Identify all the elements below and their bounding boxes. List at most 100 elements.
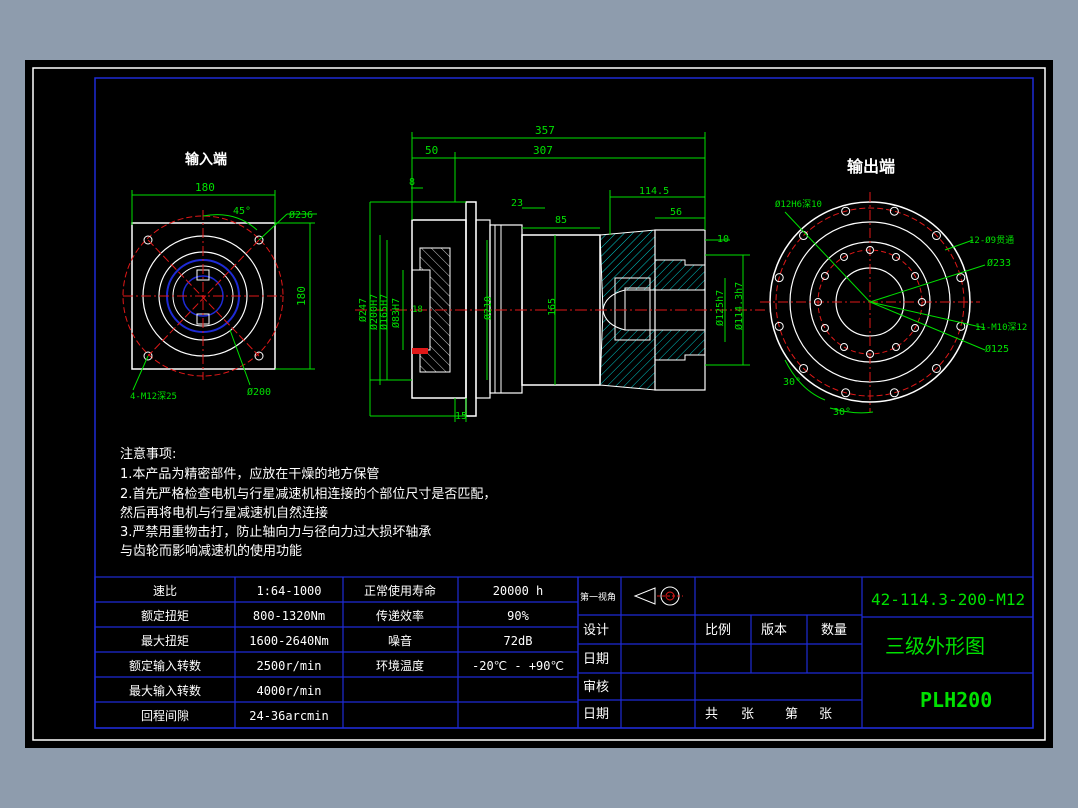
output-outer-hole	[799, 231, 809, 241]
input-bolt-hole	[143, 235, 153, 245]
output-inner-hole	[892, 252, 900, 261]
spec-value: -20℃ - +90℃	[472, 659, 564, 673]
d114-dim: 114.5	[639, 186, 669, 197]
drawing-sheet: 输入端 180 180 45° Ø236	[25, 60, 1053, 748]
spec-value: 24-36arcmin	[249, 709, 328, 723]
d18-dim: 18	[412, 305, 423, 315]
spec-label: 传递效率	[376, 608, 424, 623]
input-bolt-hole	[143, 351, 153, 361]
d114h7-dim: Ø114.3h7	[733, 282, 745, 330]
spec-label: 噪音	[388, 633, 412, 648]
design-label: 设计	[583, 623, 609, 638]
spec-table	[94, 576, 579, 729]
d247-dim: Ø247	[357, 298, 369, 322]
output-pin-dim: Ø12H6深10	[775, 199, 822, 210]
qty-label: 数量	[821, 623, 847, 638]
review-label: 审核	[583, 680, 609, 695]
input-holes-dim: 4-M12深25	[130, 391, 177, 402]
spec-value: 1600-2640Nm	[249, 634, 328, 648]
total-sheets-label: 共	[705, 707, 718, 722]
note-line: 2.首先严格检查电机与行星减速机相连接的个部位尺寸是否匹配，	[120, 486, 496, 502]
spec-value: 90%	[507, 609, 529, 623]
spec-label: 回程间隙	[141, 708, 189, 723]
output-outer-hole	[774, 273, 784, 283]
output-outer-holes	[774, 206, 966, 398]
output-inner-hole	[911, 324, 920, 332]
output-inner-hole	[840, 343, 848, 352]
output-outer-hole	[841, 206, 851, 216]
output-outer-hole	[889, 388, 899, 398]
output-inner-hole	[918, 298, 926, 306]
spec-label: 最大扭矩	[141, 634, 189, 648]
spec-label: 额定输入转数	[129, 658, 201, 673]
date1-label: 日期	[583, 652, 609, 667]
output-flange-section	[599, 229, 706, 311]
note-line: 与齿轮而影响减速机的使用功能	[120, 543, 302, 559]
cad-drawing: 输入端 180 180 45° Ø236	[32, 67, 1046, 741]
outer-frame	[32, 67, 1046, 741]
input-height-dim: 180	[295, 286, 308, 306]
note-line: 3.严禁用重物击打，防止轴向力与径向力过大损坏轴承	[120, 524, 431, 540]
title-block	[577, 576, 1034, 729]
spec-value: 2500r/min	[256, 659, 321, 673]
d200h7-dim: Ø200H7	[368, 294, 380, 330]
output-angle-b: 30°	[833, 407, 851, 418]
d165-dim: 165	[547, 298, 558, 316]
title-block-text: 第一视角 设计 日期 审核 日期 比例 版本 数量 共 张 第 张 42-114…	[580, 586, 1025, 722]
spec-value: 20000 h	[493, 584, 544, 598]
output-outer-hole	[931, 231, 941, 241]
input-bolt-hole	[254, 351, 264, 361]
output-inner-hole	[866, 246, 874, 254]
side-view: 357 50 307 8 23 85 114.5 56 10 15 Ø247 Ø…	[355, 124, 765, 422]
sheet-unit-label: 张	[819, 707, 832, 722]
notes-title: 注意事项:	[120, 446, 176, 462]
output-outer-hole	[889, 206, 899, 216]
spec-value: 1:64-1000	[256, 584, 321, 598]
spec-label: 正常使用寿命	[364, 583, 436, 598]
d125h7-dim: Ø125h7	[714, 290, 726, 326]
input-end-view: 输入端 180 180 45° Ø236	[122, 151, 317, 402]
output-inner-hole	[892, 343, 900, 352]
d8-dim: 8	[409, 177, 415, 188]
flange-length-dim: 50	[425, 144, 438, 157]
output-end-view: 输出端 Ø12H6深10 12-Ø9贯通 Ø233 11-M10深12 Ø125…	[760, 157, 1027, 418]
sheet-no-label: 第	[785, 707, 798, 722]
projection-label: 第一视角	[580, 591, 616, 603]
d165h7-dim: Ø165H7	[378, 294, 390, 330]
model-name: PLH200	[920, 688, 992, 712]
note-line: 然后再将电机与行星减速机自然连接	[120, 505, 328, 521]
output-pcd233-dim: Ø233	[987, 257, 1011, 269]
spec-value: 72dB	[504, 634, 533, 648]
spec-label: 额定扭矩	[141, 608, 189, 623]
output-inner-hole	[820, 324, 829, 332]
d56-dim: 56	[670, 207, 682, 218]
body-length-dim: 307	[533, 144, 553, 157]
spec-value: 4000r/min	[256, 684, 321, 698]
sheet-unit-label: 张	[741, 707, 754, 722]
spec-label: 速比	[153, 584, 177, 598]
spec-label: 环境温度	[376, 658, 424, 673]
output-pcd125-dim: Ø125	[985, 343, 1009, 355]
spec-label: 最大输入转数	[129, 683, 201, 698]
output-inner-hole	[820, 272, 829, 280]
output-m10-dim: 11-M10深12	[975, 322, 1027, 333]
input-pcd-dim: Ø236	[289, 209, 313, 221]
overall-length-dim: 357	[535, 124, 555, 137]
input-width-dim: 180	[195, 181, 215, 194]
d23-dim: 23	[511, 198, 523, 209]
output-outer-hole	[931, 363, 941, 373]
scale-label: 比例	[705, 623, 731, 638]
output-outer-hole	[956, 273, 966, 283]
output-inner-hole	[814, 298, 822, 306]
d85-dim: 85	[555, 215, 567, 226]
drawing-name: 三级外形图	[885, 634, 985, 658]
output-outer-hole	[774, 321, 784, 331]
notes-block: 注意事项: 1.本产品为精密部件，应放在干燥的地方保管 2.首先严格检查电机与行…	[120, 446, 496, 559]
input-circle-dim: Ø200	[247, 386, 271, 398]
version-label: 版本	[761, 623, 787, 638]
output-inner-hole	[911, 272, 920, 280]
output-inner-holes	[814, 246, 926, 358]
output-outer-hole	[841, 388, 851, 398]
drawing-code: 42-114.3-200-M12	[871, 590, 1025, 609]
